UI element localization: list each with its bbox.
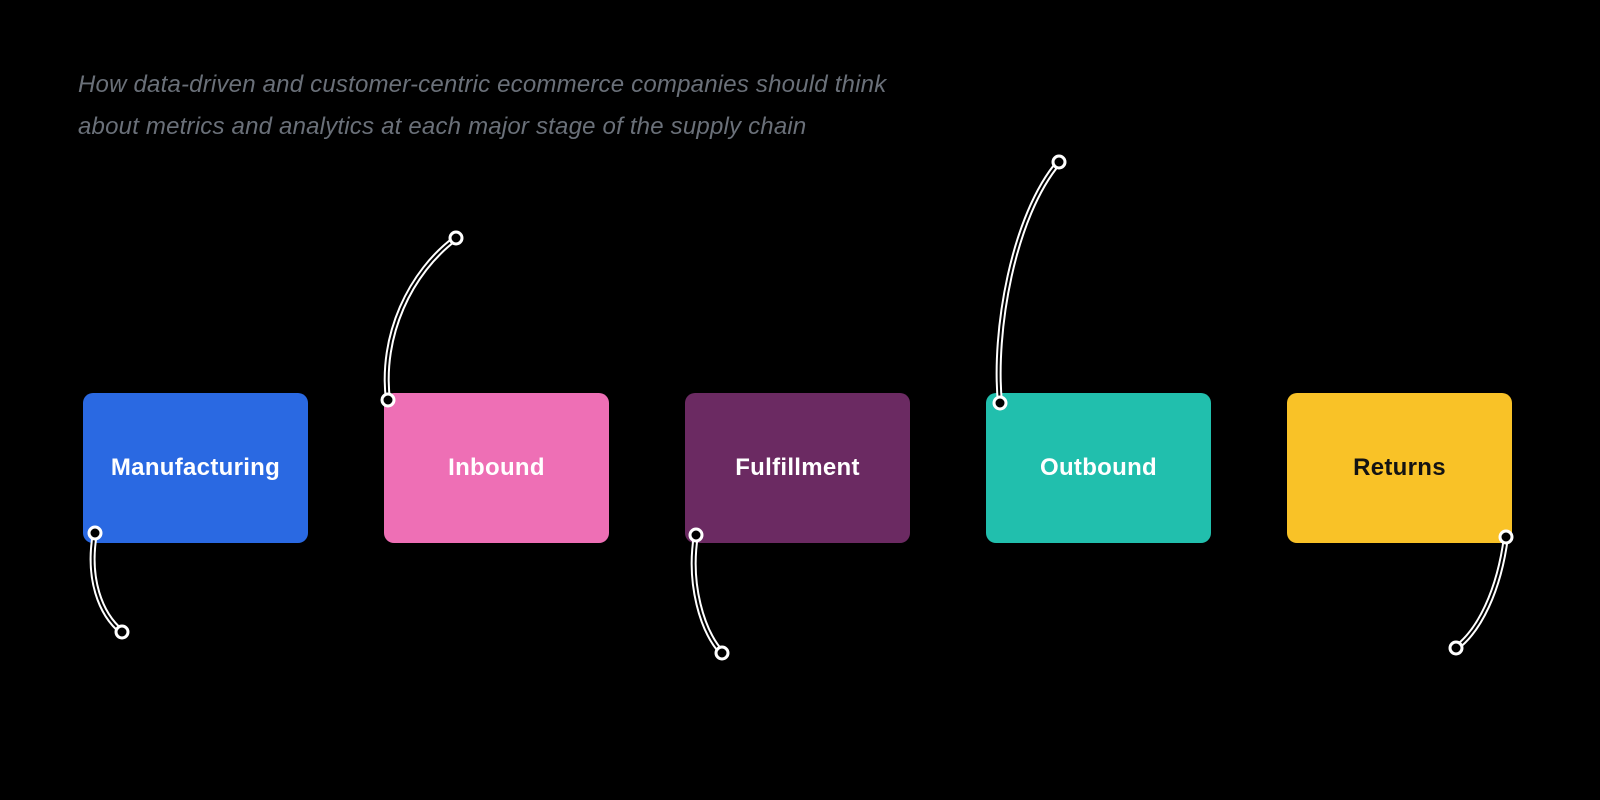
subtitle-line-2: about metrics and analytics at each majo… xyxy=(78,113,807,140)
flow-arrow xyxy=(1217,460,1281,474)
connector-fulfillment xyxy=(688,527,730,661)
connector-dot xyxy=(114,624,130,640)
stage-label-manufacturing: Manufacturing xyxy=(110,454,281,481)
stage-box-fulfillment: Fulfillment xyxy=(685,393,910,543)
stage-label-inbound: Inbound xyxy=(448,454,545,481)
page-title xyxy=(78,30,678,64)
connector-dot xyxy=(714,645,730,661)
connector-manufacturing xyxy=(87,525,130,640)
connector-dot xyxy=(1051,154,1067,170)
connector-inbound xyxy=(380,230,464,408)
stage-box-outbound: Outbound xyxy=(986,393,1211,543)
subtitle-line-1: How data-driven and customer-centric eco… xyxy=(78,71,887,98)
stage-box-returns: Returns xyxy=(1287,393,1512,543)
flow-arrow xyxy=(916,460,980,474)
stage-box-manufacturing: Manufacturing xyxy=(83,393,308,543)
connector-returns xyxy=(1448,529,1514,656)
stage-box-inbound: Inbound xyxy=(384,393,609,543)
stage-label-fulfillment: Fulfillment xyxy=(735,454,860,481)
flow-arrow xyxy=(615,460,679,474)
connector-outbound xyxy=(992,154,1067,411)
stage-label-returns: Returns xyxy=(1353,454,1446,481)
page-subtitle: How data-driven and customer-centric eco… xyxy=(78,64,978,148)
stage-label-outbound: Outbound xyxy=(1039,454,1158,481)
flow-arrow xyxy=(314,460,378,474)
connector-dot xyxy=(1448,640,1464,656)
connector-dot xyxy=(448,230,464,246)
